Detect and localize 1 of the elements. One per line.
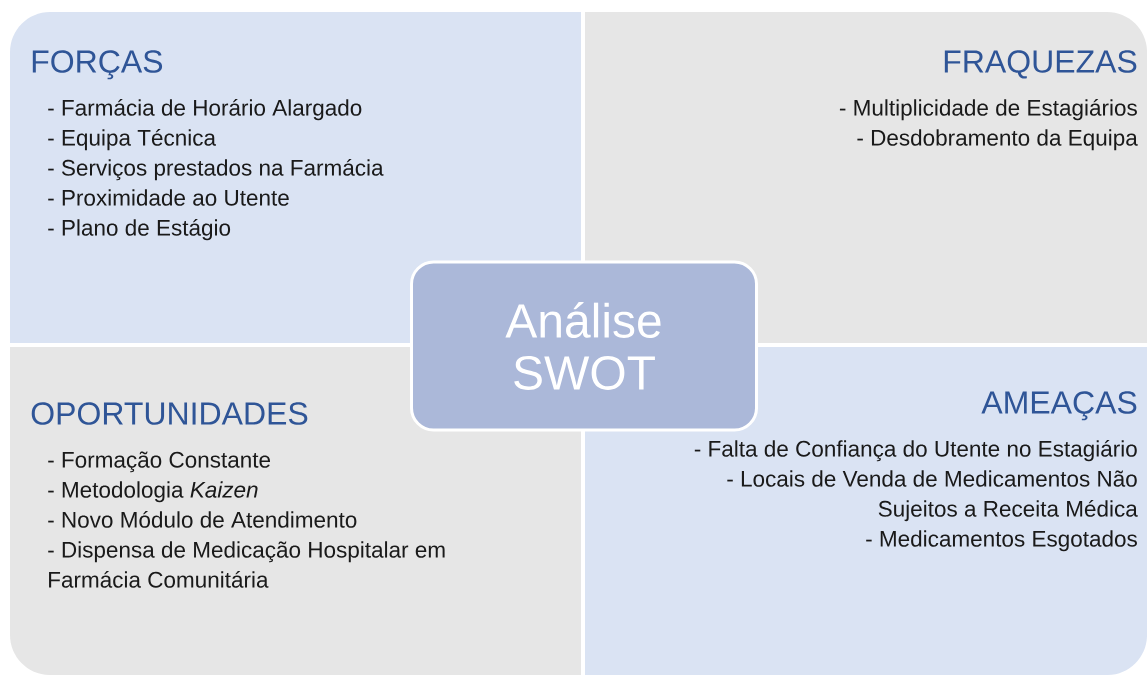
center-box: Análise SWOT [410, 260, 758, 432]
